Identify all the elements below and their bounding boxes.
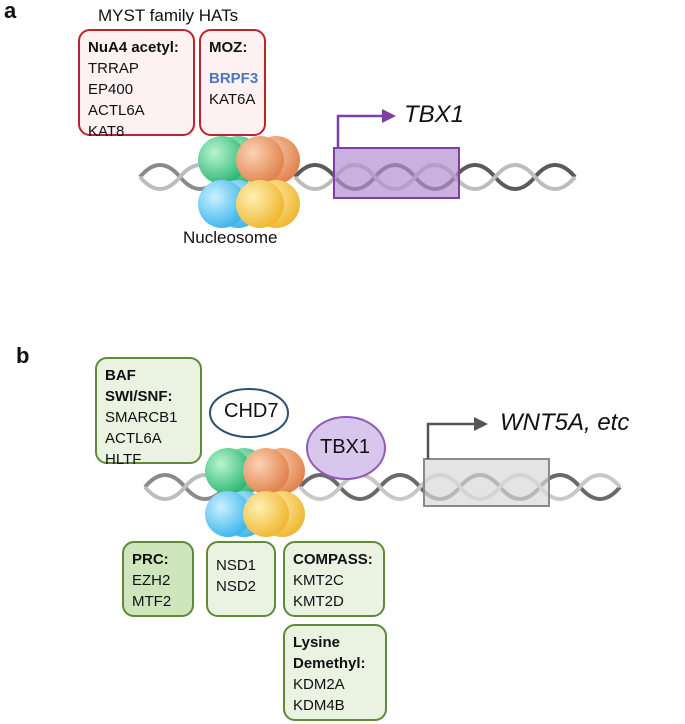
nsd-box: NSD1 NSD2 [206,541,276,617]
nucleosome-b [205,448,305,537]
baf-box: BAF SWI/SNF: SMARCB1 ACTL6A HLTF [95,357,202,468]
prc-item: EZH2 [132,572,171,589]
nucleosome-a [198,136,300,228]
baf-item: HLTF [105,451,142,468]
wnt5a-gene-label: WNT5A, etc [500,409,630,436]
moz-title: MOZ: [209,39,248,56]
swi-snf-title: SWI/SNF: [105,388,173,405]
tbx1-gene-label: TBX1 [404,101,465,128]
nua4-item: ACTL6A [88,102,145,119]
lysine-demethyl-box: Lysine Demethyl: KDM2A KDM4B [283,624,387,721]
baf-item: ACTL6A [105,430,162,447]
nua4-item: KAT8 [88,123,125,140]
lysine-item: KDM4B [293,697,345,714]
compass-item: KMT2C [293,572,344,589]
myst-family-title: MYST family HATs [98,6,239,25]
wnt5a-arrow [426,422,474,459]
brpf3-item: BRPF3 [209,70,259,87]
nua4-item: EP400 [88,81,134,98]
nua4-title: NuA4 acetyl: [88,39,179,56]
prc-box: PRC: EZH2 MTF2 [122,541,194,617]
nsd-item: NSD1 [216,557,257,574]
wnt5a-gene-box [423,458,550,507]
compass-box: COMPASS: KMT2C KMT2D [283,541,385,617]
chd7-ellipse [209,388,289,438]
tbx1-arrowhead [382,109,396,123]
moz-box: MOZ: BRPF3 KAT6A [199,29,266,136]
lysine-title: Lysine [293,634,340,651]
compass-title: COMPASS: [293,551,373,568]
lysine-item: KDM2A [293,676,345,693]
prc-item: MTF2 [132,593,172,610]
chd7-label: CHD7 [224,400,279,422]
wnt5a-arrowhead [474,417,488,431]
demethyl-title: Demethyl: [293,655,366,672]
moz-item: KAT6A [209,91,256,108]
tbx1-label: TBX1 [320,436,371,458]
baf-title: BAF [105,367,136,384]
nsd-item: NSD2 [216,578,257,595]
nua4-item: TRRAP [88,60,139,77]
compass-item: KMT2D [293,593,344,610]
panel-a-letter: a [4,0,17,23]
tbx1-gene-box [333,147,460,199]
nua4-box: NuA4 acetyl: TRRAP EP400 ACTL6A KAT8 [78,29,195,140]
tbx1-arrow [336,114,382,148]
tbx1-ellipse [306,416,386,480]
prc-title: PRC: [132,551,169,568]
panel-b-letter: b [16,343,30,368]
baf-item: SMARCB1 [105,409,178,426]
nucleosome-label: Nucleosome [183,228,278,247]
